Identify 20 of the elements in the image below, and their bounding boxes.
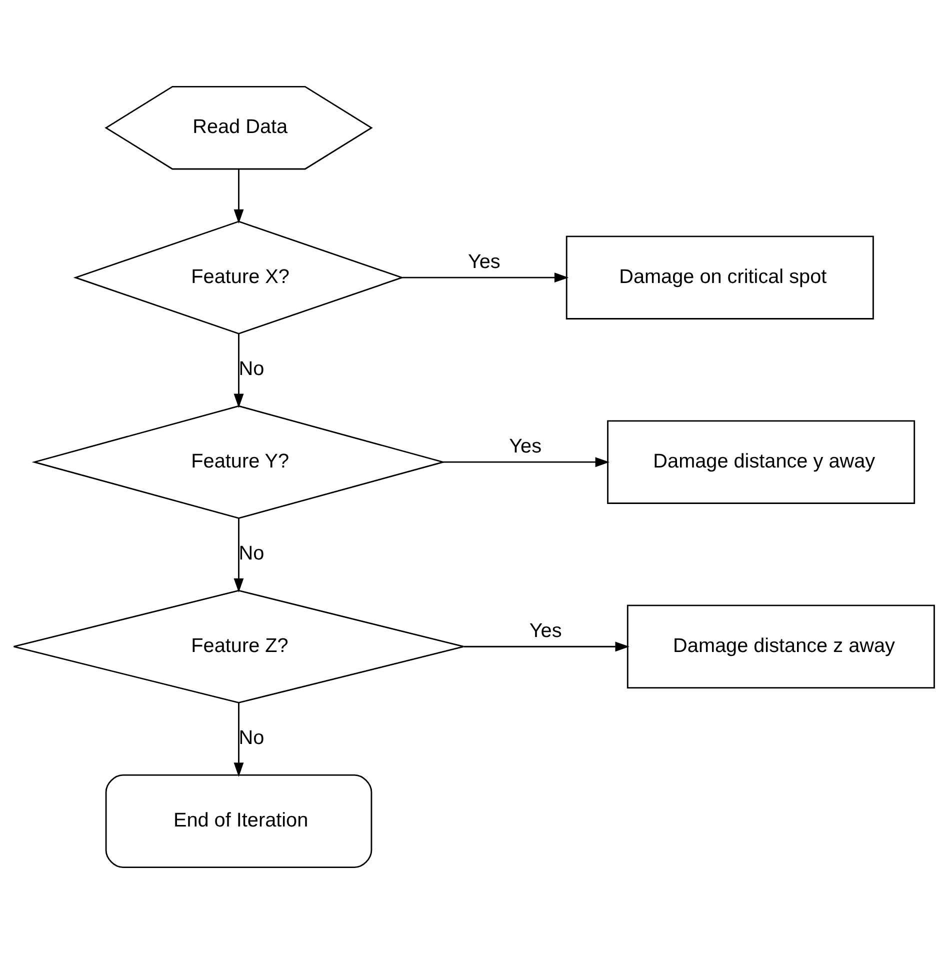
node-diamond: Feature X? [73, 220, 404, 334]
node-box: End of Iteration [105, 774, 372, 868]
arrow [234, 702, 244, 776]
edge-label: No [238, 358, 264, 380]
arrow [234, 518, 244, 592]
edge-label: No [238, 726, 264, 749]
edge-label: No [238, 542, 264, 564]
node-diamond: Feature Z? [13, 589, 464, 703]
edge-label: Yes [529, 619, 562, 642]
arrow [234, 334, 244, 408]
edge-label: Yes [509, 434, 542, 457]
node-box: Damage distance z away [626, 604, 935, 688]
edge-label: Yes [468, 250, 500, 272]
node-box: Damage distance y away [607, 420, 916, 504]
arrow [402, 272, 569, 282]
node-diamond: Feature Y? [32, 404, 446, 518]
arrow [443, 456, 610, 467]
arrow [234, 168, 244, 224]
node-box: Damage on critical spot [566, 235, 874, 319]
arrow [464, 641, 630, 652]
